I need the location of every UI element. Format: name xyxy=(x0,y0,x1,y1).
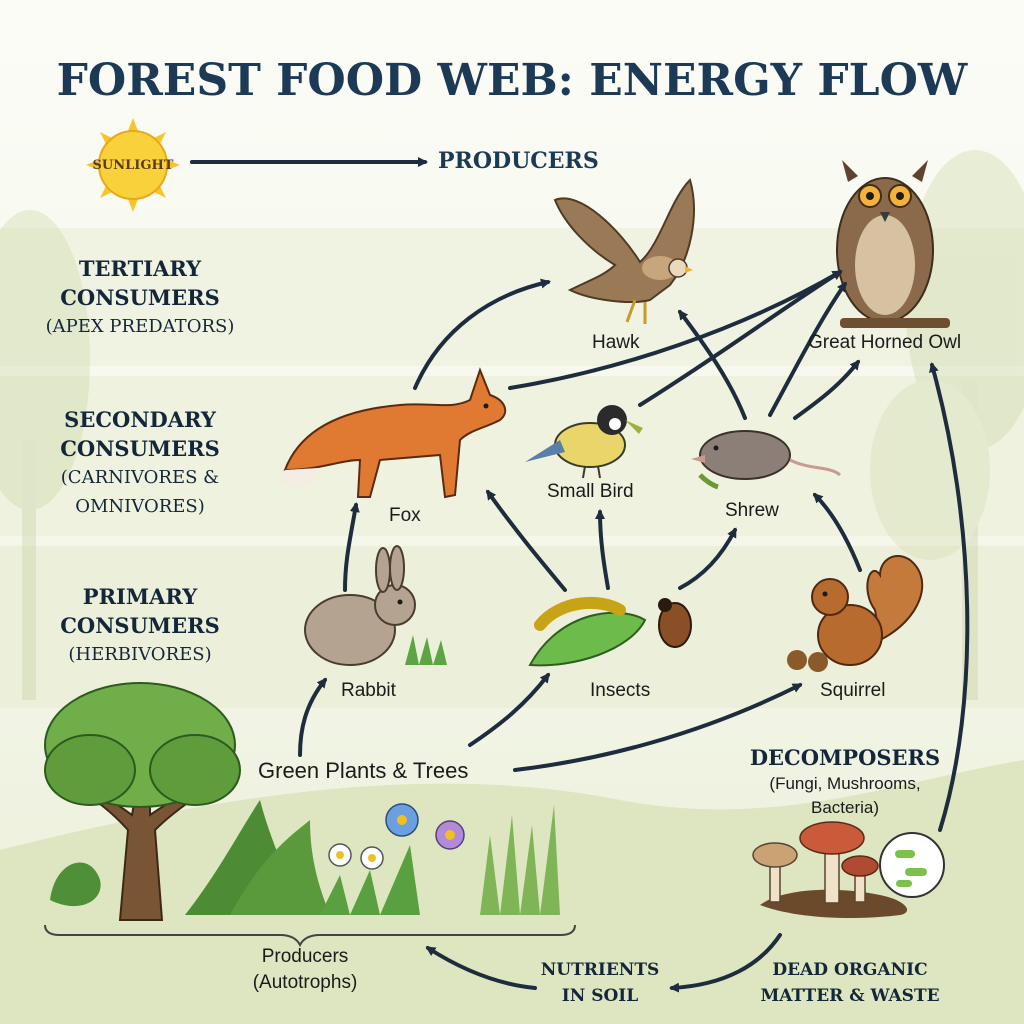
arrow-shrew-to-hawk xyxy=(678,309,747,420)
arrow-shrew-to-owl-a xyxy=(768,281,847,417)
shrew-label: Shrew xyxy=(725,500,779,521)
secondary-band xyxy=(0,376,1024,536)
primary-consumers-label: PRIMARY CONSUMERS (HERBIVORES) xyxy=(30,582,250,669)
rabbit-icon xyxy=(304,545,447,666)
arrow-nutrients-to-producers xyxy=(425,946,537,990)
owl-label: Great Horned Owl xyxy=(808,332,962,353)
plants-label: Green Plants & Trees xyxy=(258,758,469,783)
arrow-plants-to-squirrel xyxy=(513,683,803,772)
producers-autotrophs-line1: Producers xyxy=(261,946,349,967)
secondary-consumers-label: SECONDARY CONSUMERS (CARNIVORES & OMNIVO… xyxy=(30,405,250,521)
decomposers-line1: (Fungi, Mushrooms, xyxy=(769,774,921,793)
fox-icon xyxy=(280,367,507,499)
dead-matter-line2: MATTER & WASTE xyxy=(760,986,940,1006)
producers-brace xyxy=(44,924,576,948)
mushrooms-icon xyxy=(752,821,908,918)
plants-icon xyxy=(50,800,560,915)
bacteria-icon xyxy=(879,832,945,898)
fox-label: Fox xyxy=(389,505,421,526)
tier-line: PRIMARY xyxy=(82,584,198,609)
sunlight-label: SUNLIGHT xyxy=(92,158,174,173)
nutrients-line2: IN SOIL xyxy=(561,986,639,1006)
tree-icon xyxy=(44,682,241,921)
energy-arrows xyxy=(190,157,970,993)
decomposers-title: DECOMPOSERS xyxy=(749,745,941,770)
owl-icon xyxy=(836,160,950,328)
tier-line: SECONDARY xyxy=(64,407,216,432)
arrow-bird-to-owl xyxy=(638,270,843,407)
arrow-decomposers-to-owl xyxy=(929,362,970,832)
arrow-fox-to-owl xyxy=(508,270,843,390)
arrow-insects-to-bird xyxy=(595,509,610,590)
small-bird-icon xyxy=(525,405,643,479)
hawk-icon xyxy=(553,178,695,324)
tier-line: CONSUMERS xyxy=(60,613,220,638)
insects-icon xyxy=(528,596,692,667)
tier-line: (APEX PREDATORS) xyxy=(45,316,235,337)
arrow-rabbit-to-fox xyxy=(343,502,360,592)
nutrients-line1: NUTRIENTS xyxy=(540,960,660,980)
sun-icon xyxy=(86,118,180,212)
page-title: FOREST FOOD WEB: ENERGY FLOW xyxy=(56,55,968,106)
rabbit-label: Rabbit xyxy=(341,680,396,701)
tier-line: CONSUMERS xyxy=(60,436,220,461)
squirrel-label: Squirrel xyxy=(820,680,886,701)
dead-matter-line1: DEAD ORGANIC xyxy=(772,960,928,980)
tier-line: OMNIVORES) xyxy=(75,496,205,517)
tier-line: TERTIARY xyxy=(78,256,202,281)
squirrel-icon xyxy=(787,555,924,672)
arrow-insects-to-shrew xyxy=(678,527,737,590)
arrow-insects-to-fox xyxy=(486,489,567,592)
decomposers-line2: Bacteria) xyxy=(810,798,880,817)
producers-autotrophs-line2: (Autotrophs) xyxy=(252,972,358,993)
arrow-shrew-to-owl-b xyxy=(793,359,860,420)
arrow-plants-to-rabbit xyxy=(298,677,327,757)
tier-line: (HERBIVORES) xyxy=(68,644,212,665)
arrow-plants-to-insects xyxy=(468,672,550,747)
producers-header: PRODUCERS xyxy=(438,148,599,174)
shrew-icon xyxy=(691,430,842,490)
insects-label: Insects xyxy=(590,680,651,701)
tier-line: CONSUMERS xyxy=(60,285,220,310)
small-bird-label: Small Bird xyxy=(547,481,634,502)
hawk-label: Hawk xyxy=(592,332,640,353)
arrow-squirrel-to-shrew xyxy=(812,492,862,572)
tertiary-consumers-label: TERTIARY CONSUMERS (APEX PREDATORS) xyxy=(30,254,250,341)
arrow-fox-to-hawk xyxy=(413,278,551,390)
arrow-dead-to-nutrients xyxy=(669,933,782,993)
tier-line: (CARNIVORES & xyxy=(60,467,220,488)
